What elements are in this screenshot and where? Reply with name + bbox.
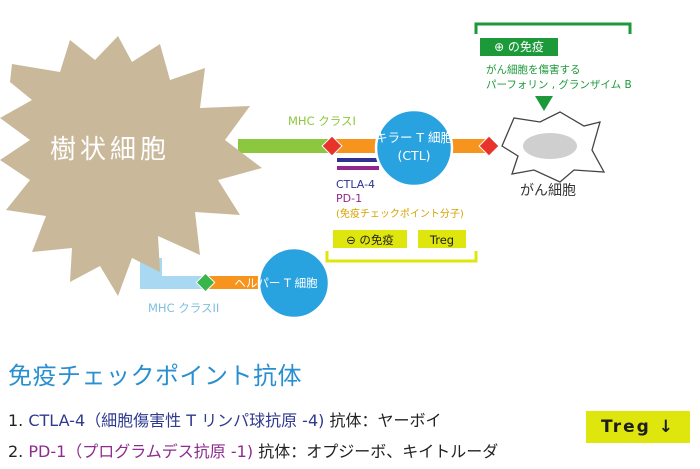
negative-immunity-label: ⊖ の免疫 [346,233,394,247]
antibody-item-2-name: PD-1（プログラムデス抗原 -1) [28,442,254,461]
killer-t-cell [374,108,454,188]
antibody-item-1-num: 1. [8,411,24,430]
positive-immunity-badge [480,38,558,56]
cancer-cell-label: がん細胞 [520,183,576,199]
cancer-cell-nucleus [523,133,577,159]
antibody-item-1: 1. CTLA-4（細胞傷害性 T リンパ球抗原 -4) 抗体：ヤーボイ [8,407,441,431]
positive-note-line1: がん細胞を傷害する [486,63,581,76]
helper-antigen-diamond [195,272,216,293]
antibody-item-1-name: CTLA-4（細胞傷害性 T リンパ球抗原 -4) [28,411,325,430]
dendritic-cell-label: 樹状細胞 [50,135,170,165]
antibody-item-2-drug: 抗体：オプジーボ、キイトルーダ [258,442,499,461]
negative-immunity-badge [333,230,407,248]
helper-t-label: ヘルパー T 細胞 [234,276,318,290]
mhc2-label: MHC クラスII [148,301,219,315]
mhc1-bar [238,139,334,153]
checkpoint-note: (免疫チェックポイント分子) [336,207,464,220]
antigen-diamond-left [321,135,343,157]
helper-t-cell [257,246,331,320]
mhc1-label: MHC クラスI [288,114,356,128]
antibody-item-2-num: 2. [8,442,24,461]
treg-badge [418,230,466,248]
killer-t-label-line1: キラー T 細胞 [375,130,454,145]
section-heading: 免疫チェックポイント抗体 [8,362,302,390]
helper-receptor [206,276,258,289]
killer-receptor-right [448,139,492,153]
dendritic-cell [0,36,262,296]
killer-receptor-left [335,139,383,153]
pd1-label: PD-1 [336,192,362,205]
antibody-item-2: 2. PD-1（プログラムデス抗原 -1) 抗体：オプジーボ、キイトルーダ [8,438,498,462]
antigen-diamond-right [478,135,500,157]
ctla4-label: CTLA-4 [336,178,375,191]
treg-down-button[interactable]: Treg ↓ [586,411,690,443]
positive-bracket [474,22,632,34]
treg-badge-label: Treg [429,233,454,247]
positive-arrow [535,96,553,111]
antibody-item-1-drug: 抗体：ヤーボイ [329,411,442,430]
positive-immunity-label: ⊕ の免疫 [494,39,544,54]
ctla4-stripe [337,158,379,162]
negative-bracket [325,251,478,263]
positive-note-line2: パーフォリン , グランザイム B [486,78,632,91]
killer-t-label-line2: (CTL) [397,148,430,163]
pd1-stripe [337,166,379,170]
